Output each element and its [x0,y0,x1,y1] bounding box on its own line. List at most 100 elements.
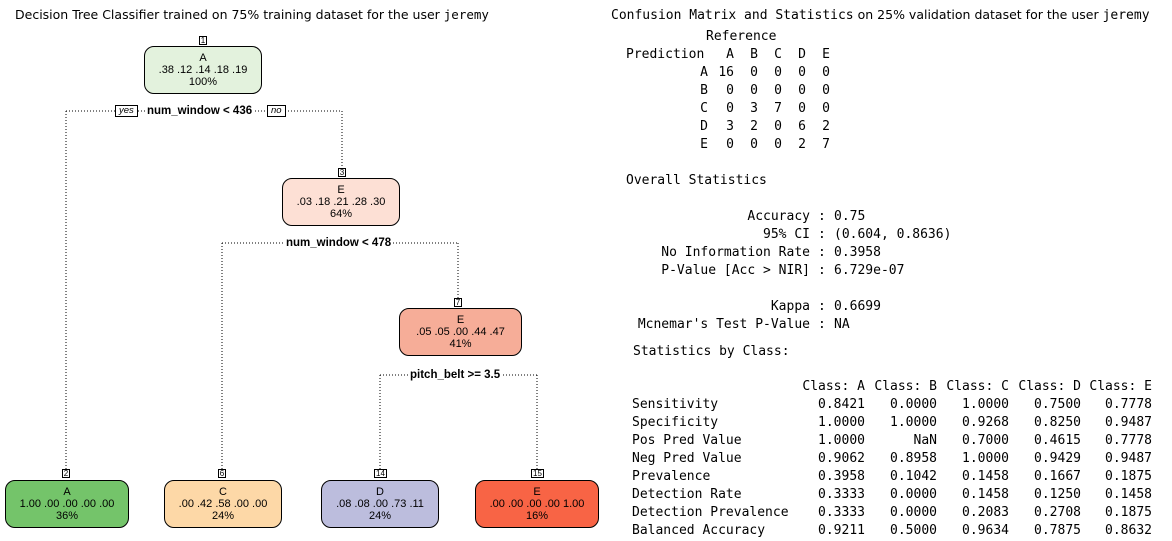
split-label-1: num_window < 436 [145,104,255,118]
matrix-cell: 6 [798,119,806,134]
by-class-value: 0.0000 [890,487,937,502]
matrix-cell: 2 [822,119,830,134]
by-class-row-label: Prevalence [632,469,711,484]
reference-label: Reference [706,29,777,44]
matrix-row-label: C [700,101,708,116]
by-class-value: 0.1458 [1105,487,1152,502]
by-class-value: 0.1875 [1105,505,1152,520]
node-probs: .00 .42 .58 .00 .00 [178,498,268,510]
by-class-value: 0.1042 [890,469,937,484]
stats-title-user: jeremy [1102,8,1150,23]
matrix-row-label: E [700,137,708,152]
stats-title-main: Confusion Matrix and Statistics [611,8,854,23]
node-percent: 16% [525,510,549,522]
by-class-value: 0.1875 [1105,469,1152,484]
by-class-value: 0.9268 [962,415,1009,430]
by-class-value: 0.3958 [818,469,865,484]
by-class-value: 0.7000 [962,433,1009,448]
node-probs: .00 .00 .00 .00 1.00 [489,498,585,510]
matrix-cell: 7 [822,137,830,152]
node-class: C [219,486,227,498]
overall-stat-colon: : [818,299,826,314]
overall-stat-label: Mcnemar's Test P-Value [637,317,810,332]
by-class-header: Class: A [802,379,865,394]
matrix-cell: 16 [718,65,734,80]
matrix-row-label: D [700,119,708,134]
overall-stat-value: (0.604, 0.8636) [834,227,952,242]
node-number: 2 [62,469,70,478]
by-class-value: 0.9429 [1034,451,1081,466]
matrix-cell: 0 [774,83,782,98]
node-percent: 24% [368,510,392,522]
stats-title-middle: on 25% validation dataset for the user [857,7,1099,22]
by-class-value: 1.0000 [818,433,865,448]
by-class-row-label: Detection Prevalence [632,505,789,520]
matrix-cell: 0 [774,65,782,80]
node-class: A [63,486,71,498]
node-class: E [456,314,465,326]
by-class-value: 0.7875 [1034,523,1081,538]
overall-stat-value: NA [834,317,850,332]
stats-title: Confusion Matrix and Statistics on 25% v… [611,7,1150,23]
node-number: 6 [218,469,226,478]
matrix-cell: 0 [726,83,734,98]
tree-node-6: C .00 .42 .58 .00 .00 24% [164,480,282,528]
node-number: 3 [338,168,346,177]
matrix-cell: 0 [822,101,830,116]
by-class-value: 0.3333 [818,505,865,520]
no-label: no [267,105,286,117]
tree-title-user: jeremy [443,7,489,22]
by-class-value: 0.8958 [890,451,937,466]
prediction-label: Prediction [626,47,705,62]
node-number: 14 [374,469,387,478]
by-class-value: 0.1458 [962,469,1009,484]
by-class-value: 0.9211 [818,523,865,538]
by-class-value: 0.8421 [818,397,865,412]
overall-stat-label: No Information Rate [661,245,810,260]
node-class: A [199,52,207,64]
yes-label: yes [115,105,138,117]
matrix-cell: 3 [750,101,758,116]
by-class-value: 0.8250 [1034,415,1081,430]
split-label-7: pitch_belt >= 3.5 [408,368,503,382]
matrix-cell: 0 [798,65,806,80]
overall-stats-heading: Overall Statistics [626,173,767,188]
matrix-cell: 7 [774,101,782,116]
overall-stat-label: Kappa [770,299,810,314]
matrix-cell: 0 [750,137,758,152]
matrix-cell: 0 [750,83,758,98]
node-probs: .08 .08 .00 .73 .11 [336,498,424,510]
by-class-value: 1.0000 [818,415,865,430]
by-class-value: 0.9062 [818,451,865,466]
overall-stat-colon: : [818,245,826,260]
tree-title: Decision Tree Classifier trained on 75% … [15,7,489,22]
overall-stat-label: Accuracy [747,209,810,224]
matrix-cell: 0 [822,83,830,98]
matrix-cell: 0 [726,137,734,152]
by-class-header: Class: D [1018,379,1081,394]
by-class-heading: Statistics by Class: [633,344,790,359]
node-number: 1 [199,36,207,45]
node-probs: .05 .05 .00 .44 .47 [416,326,505,338]
by-class-value: 0.3333 [818,487,865,502]
overall-stat-value: 0.3958 [834,245,881,260]
by-class-row-label: Sensitivity [632,397,719,412]
by-class-value: 0.2083 [962,505,1009,520]
tree-node-7: E .05 .05 .00 .44 .47 41% [399,308,522,356]
matrix-cell: 0 [822,65,830,80]
overall-stat-value: 0.6699 [834,299,881,314]
node-class: D [376,486,384,498]
node-class: E [337,184,345,196]
node-percent: 36% [55,510,79,522]
matrix-cell: 0 [774,137,782,152]
matrix-cell: 0 [798,101,806,116]
by-class-value: 0.0000 [890,505,937,520]
by-class-value: 0.7778 [1105,397,1152,412]
by-class-value: 0.9634 [962,523,1009,538]
by-class-value: 0.1250 [1034,487,1081,502]
node-percent: 41% [449,338,472,350]
by-class-value: NaN [913,433,937,448]
matrix-cell: 0 [726,101,734,116]
by-class-header: Class: B [874,379,937,394]
by-class-header: Class: C [946,379,1009,394]
